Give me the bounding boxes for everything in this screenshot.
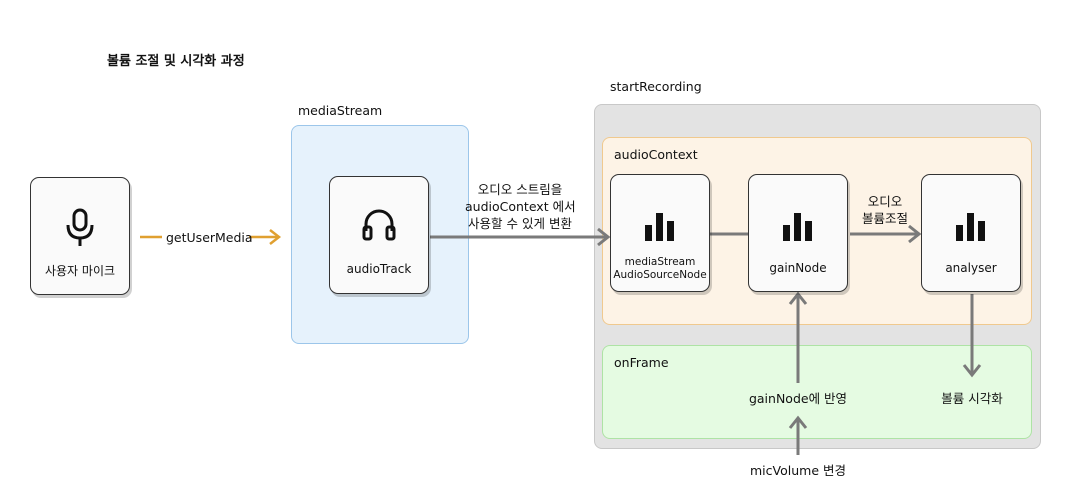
mic-node: 사용자 마이크 (30, 177, 130, 295)
audio-source-node-label-line2: AudioSourceNode (613, 269, 707, 281)
gain-node-label: gainNode (769, 261, 827, 275)
audio-track-node: audioTrack (329, 176, 429, 294)
analyser-to-visualize-arrowhead (962, 364, 982, 378)
media-stream-group-label: mediaStream (298, 103, 383, 118)
volume-adjust-label-line1: 오디오 (867, 194, 903, 209)
get-user-media-arrowhead (269, 229, 282, 245)
diagram-title: 볼륨 조절 및 시각화 과정 (107, 54, 245, 69)
headphones-icon (362, 209, 396, 241)
stream-to-context-arrowhead (597, 227, 611, 247)
audio-source-node-label-line1: mediaStream (624, 256, 696, 268)
visualize-label: 볼륨 시각화 (941, 391, 1003, 406)
analyser-node-label: analyser (945, 261, 997, 275)
volume-adjust-label: 오디오 볼륨조절 (852, 193, 918, 227)
analyser-node: analyser (921, 174, 1021, 292)
start-recording-group-label: startRecording (610, 79, 702, 94)
mic-volume-label: micVolume 변경 (750, 463, 846, 478)
mic-volume-arrowhead (788, 415, 808, 429)
volume-adjust-label-line2: 볼륨조절 (861, 211, 908, 226)
audio-context-group-label: audioContext (614, 147, 698, 162)
stream-to-context-label-line2: audioContext 에서 (465, 199, 576, 214)
apply-to-gain-arrowhead (788, 291, 808, 305)
bar-chart-icon (783, 213, 812, 241)
stream-to-context-label: 오디오 스트림을 audioContext 에서 사용할 수 있게 변환 (465, 181, 576, 232)
stream-to-context-label-line3: 사용할 수 있게 변환 (468, 216, 572, 231)
microphone-icon (66, 208, 94, 246)
stream-to-context-label-line1: 오디오 스트림을 (477, 182, 563, 197)
on-frame-group-label: onFrame (614, 355, 669, 370)
get-user-media-label: getUserMedia (166, 230, 253, 245)
gain-to-analyser-arrowhead (908, 224, 922, 244)
mic-node-label: 사용자 마이크 (44, 264, 116, 278)
on-frame-group (602, 345, 1032, 439)
gain-node: gainNode (748, 174, 848, 292)
audio-source-node: mediaStream AudioSourceNode (610, 174, 710, 292)
bar-chart-icon (956, 213, 985, 241)
bar-chart-icon (645, 213, 674, 241)
apply-gain-label: gainNode에 반영 (748, 391, 848, 406)
audio-track-node-label: audioTrack (346, 262, 412, 276)
